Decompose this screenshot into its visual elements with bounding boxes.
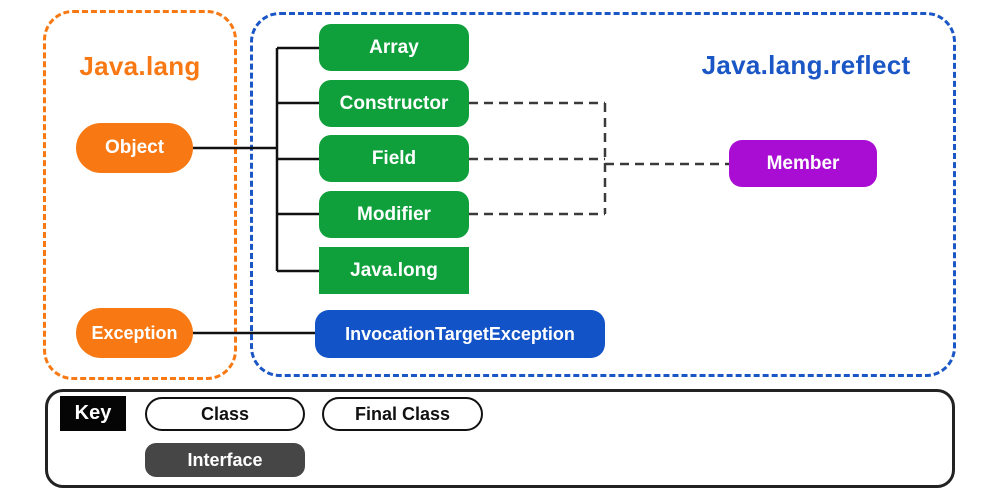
node-exception: Exception bbox=[76, 308, 193, 358]
key-item-class: Class bbox=[145, 397, 305, 431]
package-java-lang-container bbox=[43, 10, 237, 380]
key-badge: Key bbox=[60, 396, 126, 431]
dashed-connectors bbox=[469, 101, 729, 216]
package-java-lang-title: Java.lang bbox=[79, 51, 201, 81]
key-item-interface: Interface bbox=[145, 443, 305, 477]
node-array: Array bbox=[319, 24, 469, 71]
solid-connectors bbox=[193, 46, 319, 335]
key-item-final-class: Final Class bbox=[322, 397, 483, 431]
node-modifier: Modifier bbox=[319, 191, 469, 238]
package-java-lang-reflect-container bbox=[250, 12, 956, 377]
node-field: Field bbox=[319, 135, 469, 182]
node-java-long: Java.long bbox=[319, 247, 469, 294]
node-invocation-target-exception: InvocationTargetException bbox=[315, 310, 605, 358]
package-java-lang-reflect-title: Java.lang.reflect bbox=[701, 50, 911, 80]
node-constructor: Constructor bbox=[319, 80, 469, 127]
node-object: Object bbox=[76, 123, 193, 173]
node-member: Member bbox=[729, 140, 877, 187]
